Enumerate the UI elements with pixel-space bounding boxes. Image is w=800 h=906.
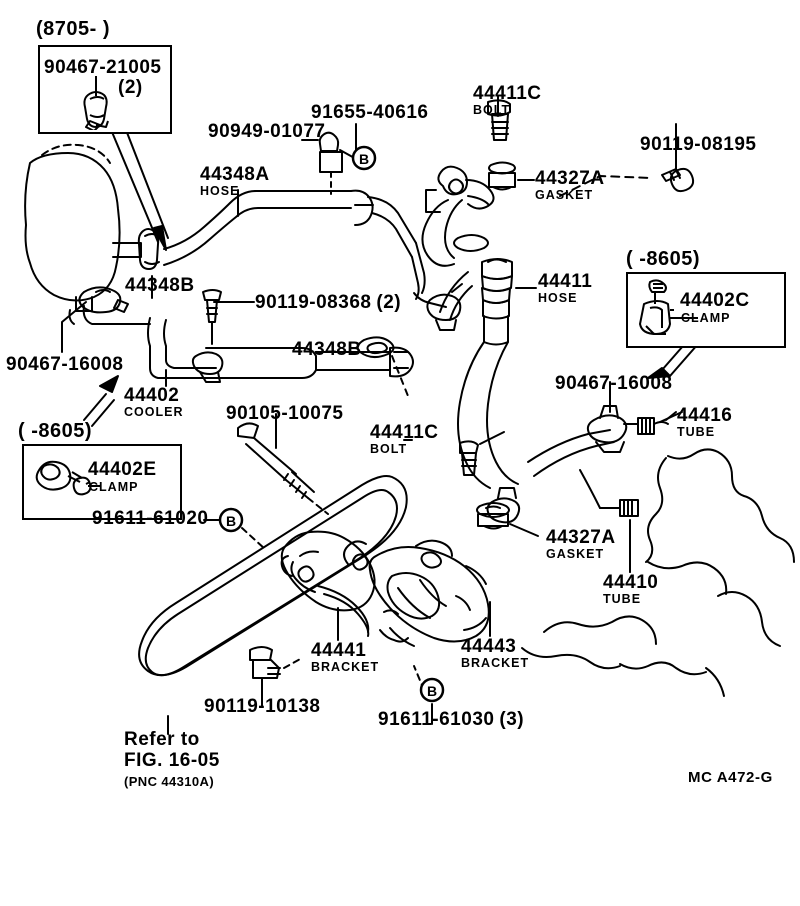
inset-art-44402C [639,279,698,335]
callout-91611-61030-number: 91611-61030 [378,709,495,730]
callout-91655-40616: 91655-40616 [311,103,429,122]
callout-91611-61030-qty: (3) [499,709,525,730]
callout-91611-61020: 91611-61020 [92,509,208,528]
callout-91611-61020-number: 91611-61020 [92,508,209,529]
callout-44348B-mid-number: 44348B [292,339,362,360]
callout-90949-01077-number: 90949-01077 [208,121,326,142]
svg-text:B: B [359,151,369,167]
callout-44411C-top-desc: BOLT [473,103,511,117]
inset-part-44402C: 44402C [680,290,750,311]
callout-44441-number: 44441 [311,640,367,661]
callout-44411-desc: HOSE [538,291,578,305]
svg-text:B: B [226,513,236,529]
callout-44348B-mid: 44348B [292,340,362,359]
callout-44327A-top-number: 44327A [535,168,605,189]
callout-44327A-bot-number: 44327A [546,527,616,548]
callout-90467-16008-left: 90467-16008 [6,355,124,374]
callout-44348B-left: 44348B [125,276,195,295]
callout-44327A-top: 44327A GASKET [535,169,605,202]
callout-90467-16008-right-number: 90467-16008 [555,373,673,394]
marker-b-91611-61030: B [419,677,445,703]
callout-44411C-mid-number: 44411C [370,422,439,443]
inset-box-44402E [22,444,182,520]
callout-44441: 44441 BRACKET [311,641,379,674]
callout-90105-10075-number: 90105-10075 [226,403,344,424]
callout-44410-desc: TUBE [603,592,642,606]
marker-b-91655: B [351,145,377,171]
refer-to-line1: Refer to [124,729,200,750]
callout-90119-08368-number: 90119-08368 [255,292,372,313]
inset-8605-right-header: ( -8605) [626,248,701,270]
callout-90467-16008-left-number: 90467-16008 [6,354,124,375]
callout-44348B-left-number: 44348B [125,275,195,296]
callout-44402-desc: COOLER [124,405,184,419]
callout-90119-08368: 90119-08368 (2) [255,293,401,313]
callout-44348A-number: 44348A [200,164,270,185]
callout-90467-16008-right: 90467-16008 [555,374,673,393]
inset-part-90467-21005: 90467-21005 [44,57,162,78]
refer-to-note: Refer to FIG. 16-05 (PNC 44310A) [124,729,220,792]
callout-44411C-mid-desc: BOLT [370,442,408,456]
callout-44416-desc: TUBE [677,425,716,439]
refer-to-pnc: (PNC 44310A) [124,774,215,789]
callout-44416: 44416 TUBE [677,406,732,439]
inset-8705-header: (8705- ) [36,18,111,40]
callout-90949-01077: 90949-01077 [208,122,326,141]
callout-44443-number: 44443 [461,636,517,657]
callout-44327A-top-desc: GASKET [535,188,594,202]
refer-to-line2: FIG. 16-05 [124,750,220,771]
callout-44327A-bot: 44327A GASKET [546,528,616,561]
callout-44443-desc: BRACKET [461,656,530,670]
callout-91655-40616-number: 91655-40616 [311,102,429,123]
callout-44411C-top: 44411C BOLT [473,84,542,117]
callout-44441-desc: BRACKET [311,660,380,674]
inset-desc-44402C: CLAMP [681,311,731,325]
marker-b-91611-61020: B [218,507,244,533]
callout-90105-10075: 90105-10075 [226,404,344,423]
inset-art-90467-21005 [83,76,109,130]
inset-desc-44402E: CLAMP [89,480,139,494]
callout-44416-number: 44416 [677,405,733,426]
callout-90119-10138: 90119-10138 [204,697,320,716]
callout-44410: 44410 TUBE [603,573,658,606]
callout-44402: 44402 COOLER [124,386,183,419]
callout-44327A-bot-desc: GASKET [546,547,605,561]
callout-44411C-mid: 44411C BOLT [370,423,439,456]
svg-text:B: B [427,683,437,699]
callout-44411C-top-number: 44411C [473,83,542,104]
callout-90119-08368-qty: (2) [376,292,402,313]
inset-part-44402E: 44402E [88,459,157,480]
callout-44443: 44443 BRACKET [461,637,529,670]
inset-qty-90467-21005: (2) [118,77,143,98]
inset-8605-left-header: ( -8605) [18,420,93,442]
callout-44410-number: 44410 [603,572,659,593]
callout-44411: 44411 HOSE [538,272,592,305]
callout-44402-number: 44402 [124,385,180,406]
callout-44411-number: 44411 [538,271,593,292]
inset-art-44402E [35,460,100,496]
callout-91611-61030: 91611-61030 (3) [378,710,524,730]
callout-44348A: 44348A HOSE [200,165,270,198]
callout-44348A-desc: HOSE [200,184,240,198]
inset-box-90467-21005 [38,45,172,134]
inset-box-44402C [626,272,786,348]
callout-90119-08195-number: 90119-08195 [640,134,757,155]
callout-90119-10138-number: 90119-10138 [204,696,321,717]
callout-90119-08195: 90119-08195 [640,135,756,154]
figure-code: MC A472-G [688,769,773,786]
